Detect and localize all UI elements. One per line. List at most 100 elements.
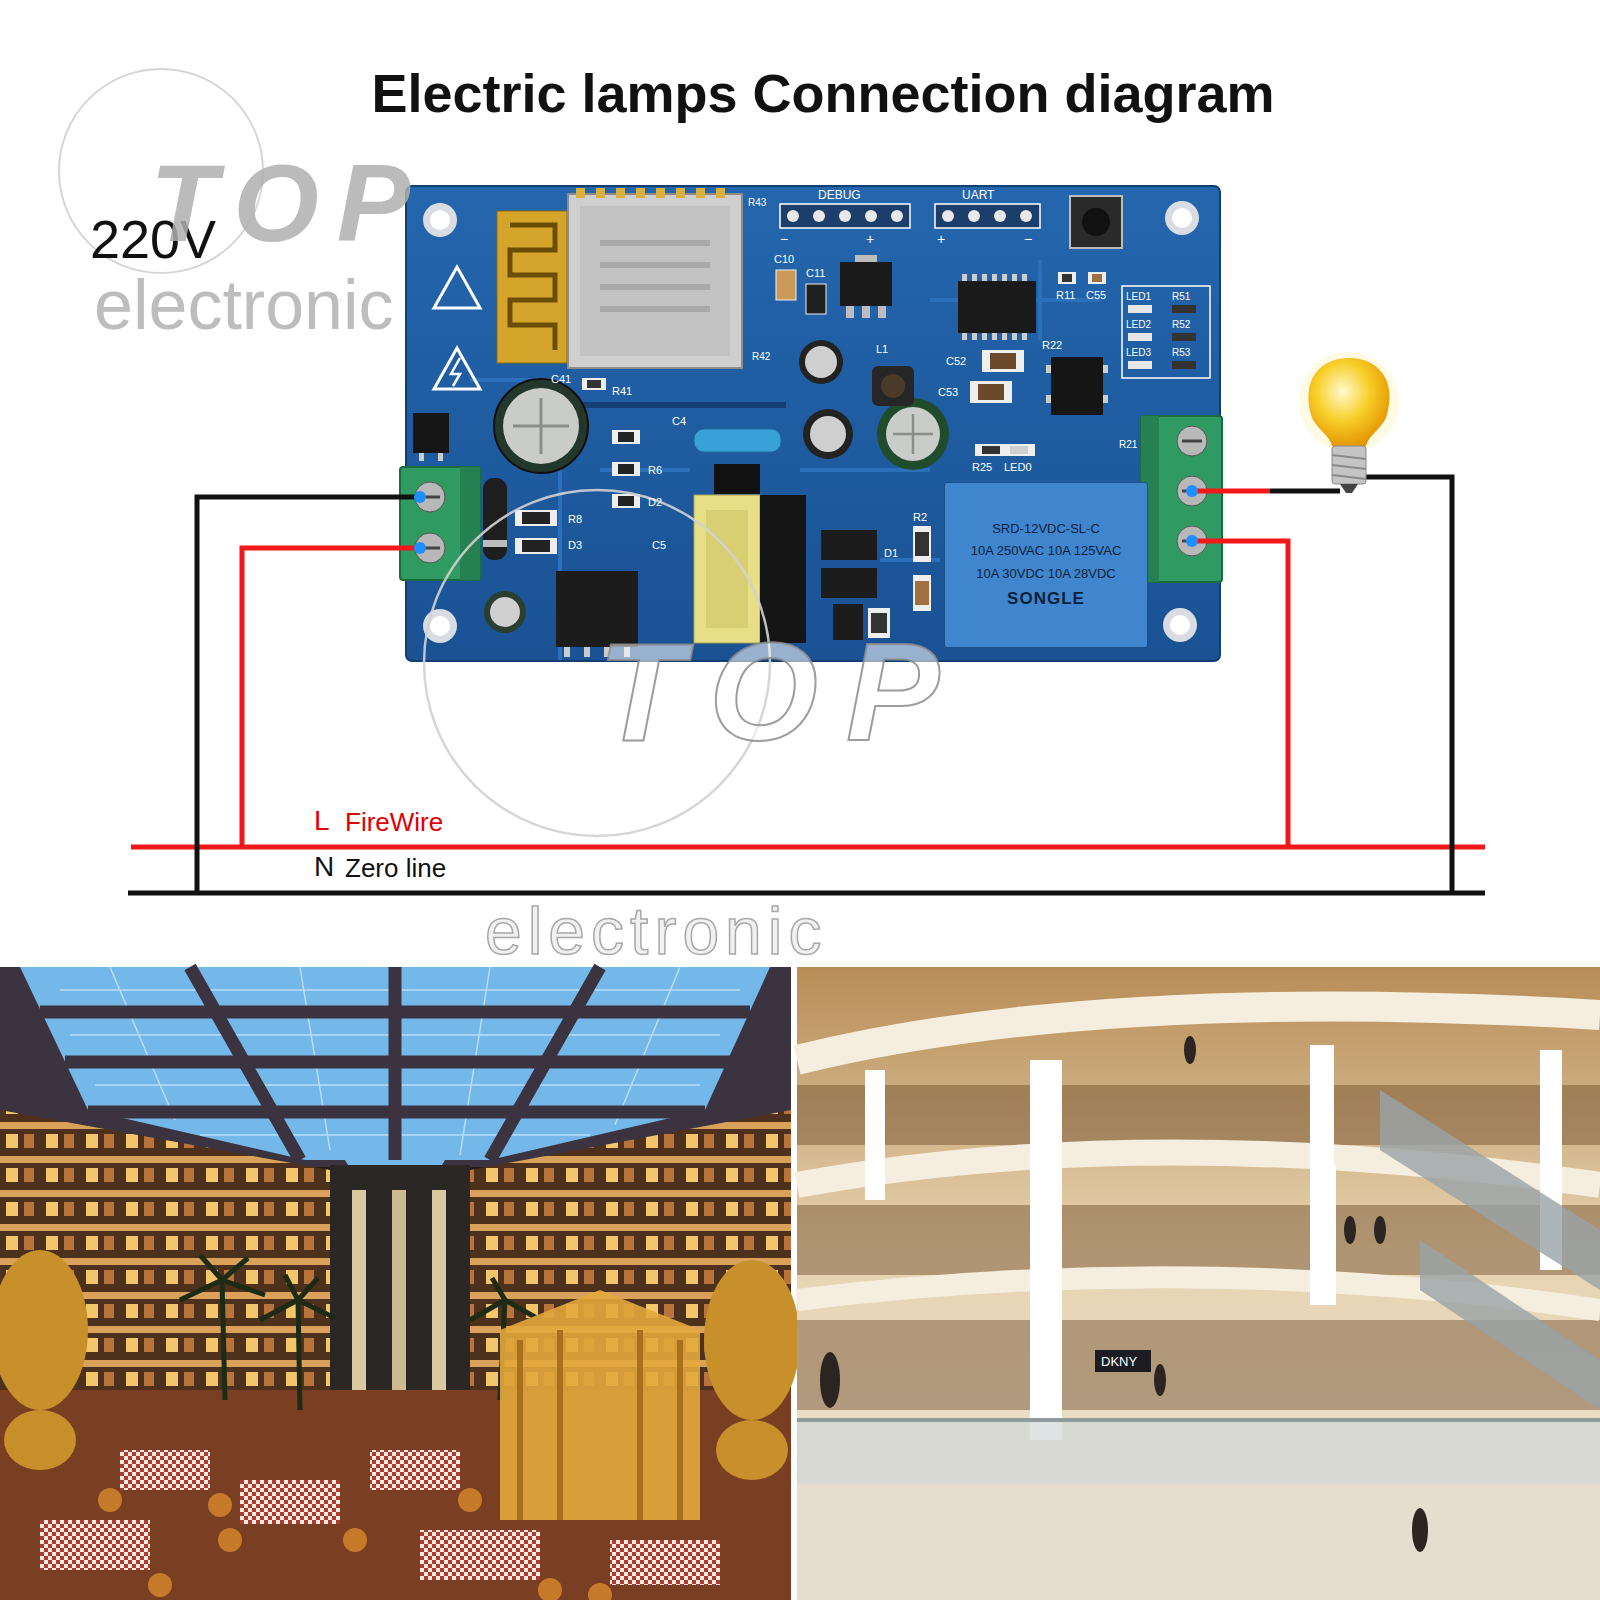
mall-photo <box>820 1352 840 1408</box>
part-ref: C10 <box>774 254 794 265</box>
table <box>240 1480 340 1524</box>
wire-end <box>1186 535 1198 547</box>
gold-vase <box>4 1410 76 1470</box>
table <box>148 1573 172 1597</box>
wire <box>1192 541 1288 847</box>
regulator <box>846 306 854 318</box>
ic-chip <box>413 413 449 453</box>
table <box>218 1528 242 1552</box>
lamp-bulb <box>1308 358 1389 446</box>
wifi-module <box>716 188 725 198</box>
smd-components <box>978 384 1004 400</box>
pin-header <box>942 210 954 222</box>
regulator <box>840 255 892 318</box>
pin-header <box>935 204 1040 228</box>
table <box>120 1450 210 1490</box>
part-ref: D3 <box>568 540 582 551</box>
wifi-module <box>497 188 742 368</box>
part-ref: C11 <box>806 268 825 279</box>
smd-components <box>915 532 929 556</box>
mall-photo <box>797 1006 1600 1310</box>
regulator <box>878 306 886 318</box>
pin-header <box>891 210 903 222</box>
relay-box: SRD-12VDC-SL-C10A 250VAC 10A 125VAC10A 3… <box>944 482 1148 648</box>
capacitor <box>503 388 579 464</box>
inductor <box>872 366 914 406</box>
ic-chip <box>962 333 967 340</box>
ic-chip <box>1022 333 1027 340</box>
wifi-module <box>616 188 625 198</box>
wifi-module <box>580 206 730 356</box>
smd-components <box>612 494 640 508</box>
palm-tree <box>298 1300 300 1410</box>
wifi-module <box>568 194 742 368</box>
mall-photo <box>797 967 1600 1600</box>
part-ref: LED2 <box>1126 320 1151 330</box>
palm-tree <box>180 1255 540 1410</box>
smd-components <box>515 510 557 526</box>
wifi-module <box>576 188 585 198</box>
part-ref: R51 <box>1172 292 1190 302</box>
pin-header <box>865 210 877 222</box>
part-ref: LED0 <box>1004 462 1032 473</box>
smd-components <box>522 540 550 552</box>
smd-components <box>970 381 1012 403</box>
lamp-bulb <box>1299 352 1399 452</box>
diode <box>483 478 507 560</box>
push-button <box>1070 196 1122 248</box>
capacitor <box>803 409 853 459</box>
table <box>370 1450 460 1490</box>
terminal-block <box>400 467 480 580</box>
relay-text: 10A 250VAC 10A 125VAC <box>971 543 1122 559</box>
shop-sign-text: DKNY <box>1101 1355 1137 1368</box>
part-ref: R6 <box>648 465 662 476</box>
regulator <box>862 306 870 318</box>
ic-chip <box>419 453 424 461</box>
smd-components <box>714 464 760 494</box>
ic-chip <box>1002 333 1007 340</box>
line-letter: N <box>314 853 334 881</box>
part-ref: R11 <box>1056 290 1075 301</box>
smd-components <box>522 512 550 524</box>
table <box>40 1520 150 1570</box>
table <box>98 1488 612 1600</box>
mall-photo <box>797 1420 1600 1484</box>
smd-components <box>982 350 1024 372</box>
led-block <box>1128 361 1152 369</box>
mall-photo <box>1310 1045 1334 1175</box>
palm-tree <box>260 1275 335 1320</box>
pcb-board <box>406 186 1220 661</box>
transformer <box>694 495 760 643</box>
smd-components <box>1062 274 1072 282</box>
smd-components <box>913 575 931 611</box>
ic-chip <box>1012 274 1017 281</box>
table <box>420 1530 540 1580</box>
ic-chip <box>1022 274 1027 281</box>
atrium-photo <box>40 1012 750 1112</box>
smd-components <box>806 284 826 314</box>
smd-components <box>913 526 931 562</box>
atrium-photo <box>392 1190 406 1390</box>
atrium-photo <box>330 1165 470 1405</box>
wifi-module <box>600 262 710 268</box>
atrium-photo <box>352 1190 366 1390</box>
smd-components <box>1088 272 1106 284</box>
diode <box>483 540 507 547</box>
pin-header <box>813 210 825 222</box>
watermark: TOP <box>598 622 967 762</box>
pavilion <box>520 1330 680 1520</box>
smd-components <box>821 530 877 560</box>
wire-end <box>414 542 426 554</box>
smd-components <box>776 270 796 300</box>
line-name: Zero line <box>345 855 446 881</box>
mounting-hole <box>430 616 450 636</box>
gold-vase <box>704 1260 800 1420</box>
smd-components <box>618 432 634 442</box>
regulator <box>840 262 892 306</box>
atrium-photo <box>432 1190 446 1390</box>
transformer <box>694 495 806 643</box>
led-block <box>1128 305 1152 313</box>
watermark: electronic <box>485 898 827 964</box>
